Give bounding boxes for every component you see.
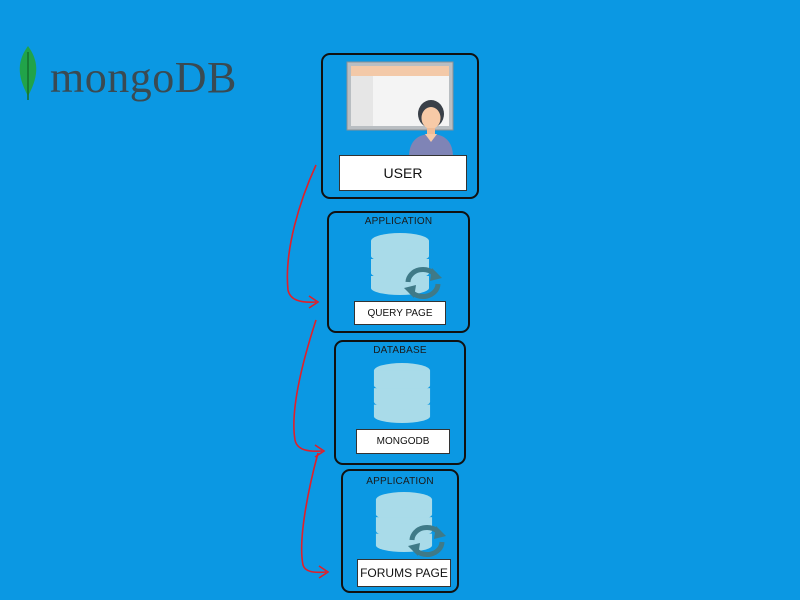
sync-icon xyxy=(408,524,446,558)
database-heading: DATABASE xyxy=(373,345,427,356)
leaf-icon xyxy=(19,46,37,100)
database-box: DATABASE MONGODB xyxy=(334,340,466,465)
user-label: USER xyxy=(339,155,467,191)
logo-text: mongoDB xyxy=(50,53,237,102)
application-box-query: APPLICATION QUERY PAGE xyxy=(327,211,470,333)
forums-page-label: FORUMS PAGE xyxy=(357,559,451,587)
mongodb-logo xyxy=(19,46,37,100)
query-page-label: QUERY PAGE xyxy=(354,301,446,325)
sync-icon xyxy=(404,266,442,300)
application-box-forums: APPLICATION FORUMS PAGE xyxy=(341,469,459,593)
arrow-query-to-database xyxy=(293,319,326,458)
database-icon xyxy=(373,363,431,423)
application-heading: APPLICATION xyxy=(364,216,433,227)
user-box: USER xyxy=(321,53,479,199)
user-computer-icon xyxy=(346,61,454,157)
arrow-database-to-forums xyxy=(300,452,330,579)
application-heading: APPLICATION xyxy=(366,476,434,487)
database-icon xyxy=(375,492,433,552)
arrow-user-to-query xyxy=(286,164,320,309)
mongodb-label: MONGODB xyxy=(356,429,450,454)
